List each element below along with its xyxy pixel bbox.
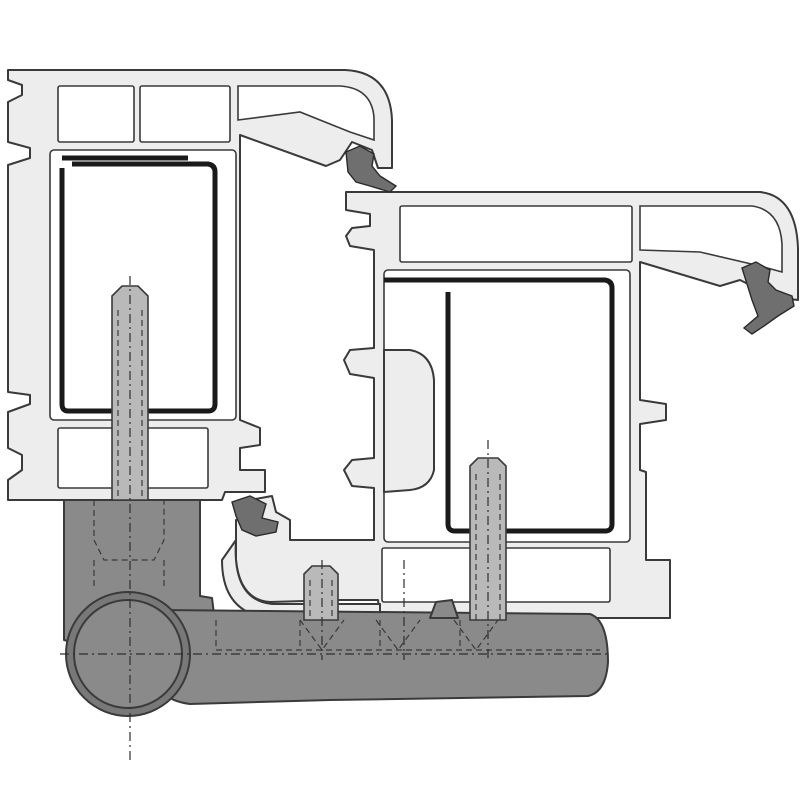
frame-profile	[7, 69, 393, 501]
hinge-hidden-edge	[299, 619, 499, 652]
sash-chamber	[399, 205, 633, 263]
sash-chamber	[639, 205, 783, 274]
center-lines	[60, 276, 610, 760]
sash-steel-reinforcement	[384, 277, 615, 534]
frame-chamber	[57, 85, 135, 143]
hinge-wedge	[429, 599, 459, 619]
hinge-sash-leaf	[157, 609, 609, 705]
right-sash-gasket	[741, 261, 795, 335]
sash-glazing-bead	[383, 349, 435, 493]
sash-chamber	[381, 547, 473, 603]
sash-profile	[221, 191, 799, 619]
hinge-hidden-edge	[93, 500, 600, 651]
frame-steel-reinforcement	[59, 155, 218, 414]
frame-chamber	[139, 85, 231, 143]
bottom-frame-gasket	[231, 495, 279, 537]
hinge-screw	[303, 565, 339, 621]
seal-gasket	[231, 145, 795, 537]
top-frame-gasket	[345, 145, 398, 193]
frame-chamber	[237, 85, 375, 142]
hinge-body	[63, 499, 609, 717]
hinge-knuckle-cap	[73, 599, 183, 709]
screw-thread	[117, 310, 501, 620]
